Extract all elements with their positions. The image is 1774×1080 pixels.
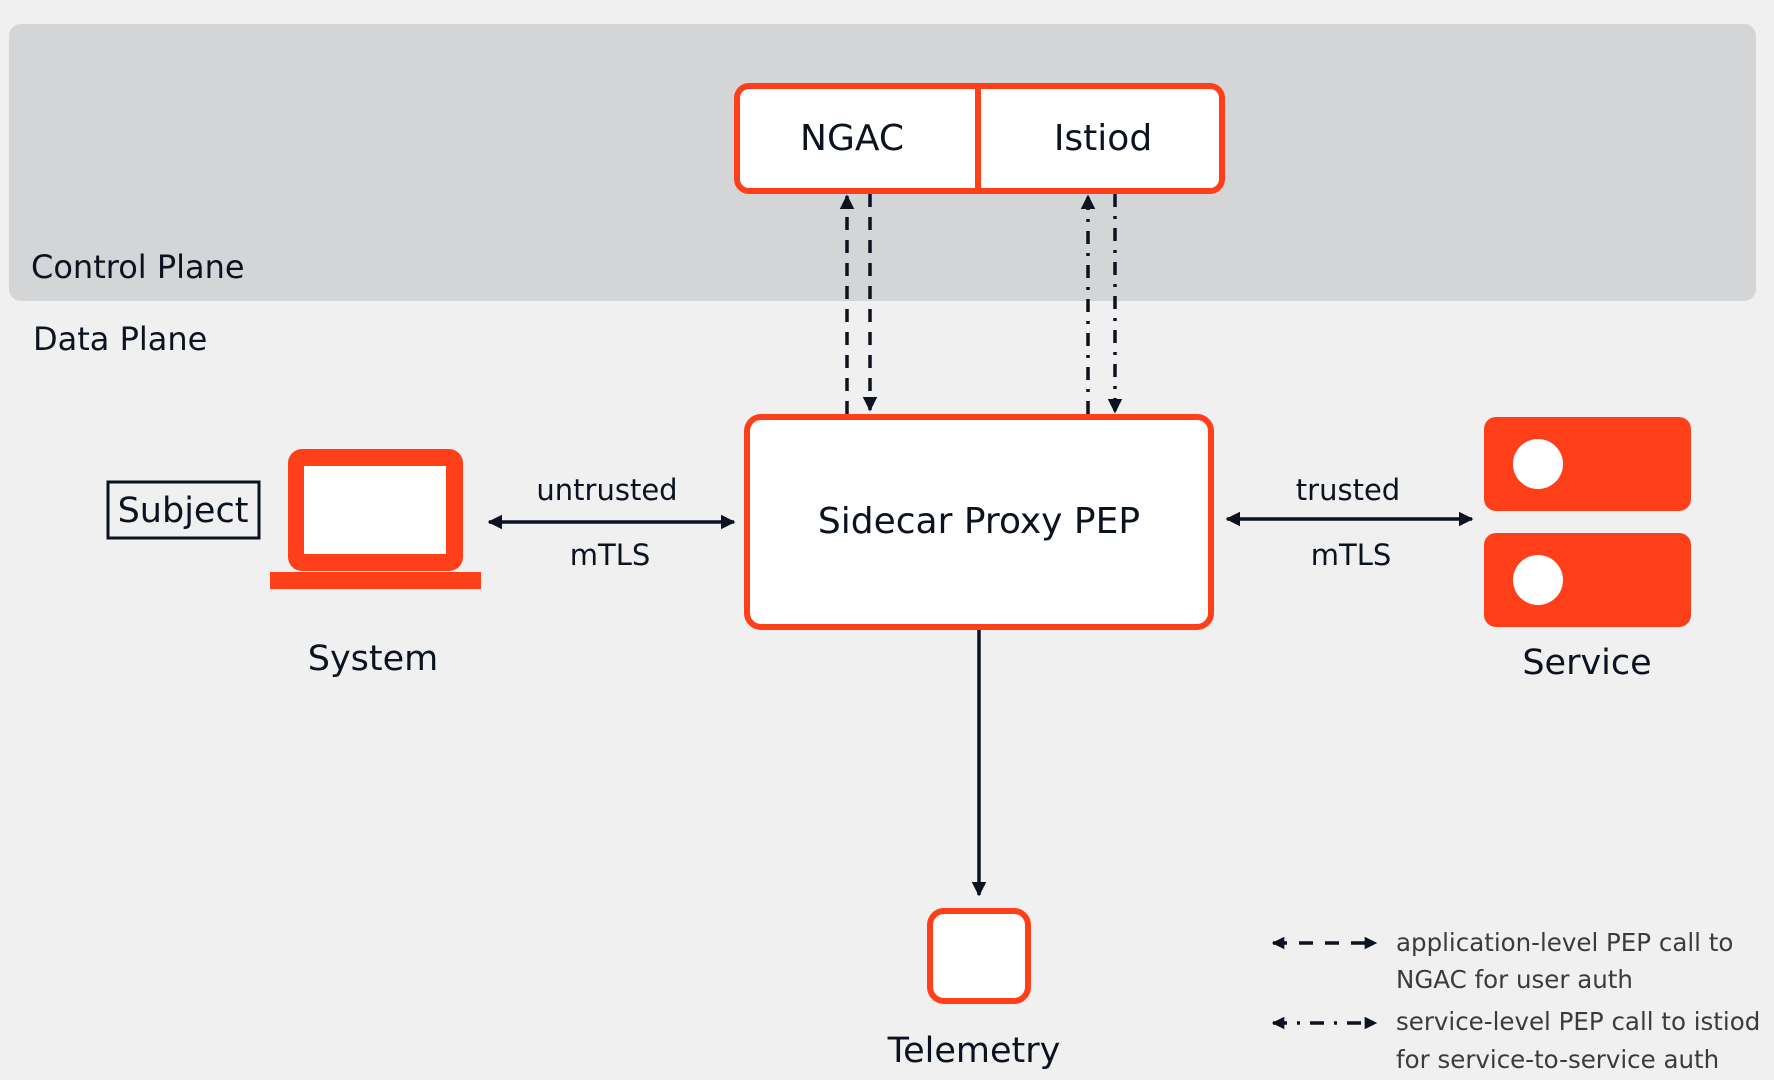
server-unit-2-light xyxy=(1513,555,1563,605)
sidecar-proxy-pep-box xyxy=(744,414,1214,630)
telemetry-node[interactable]: Telemetry xyxy=(887,908,1061,1071)
sidecar-proxy-pep-node[interactable]: Sidecar Proxy PEP xyxy=(744,414,1214,630)
box-icon xyxy=(927,908,1031,1004)
untrusted-mtls-label: mTLS xyxy=(570,538,651,572)
legend-dashed-line-2: NGAC for user auth xyxy=(1396,965,1633,994)
system-label: System xyxy=(308,639,439,679)
istiod-node[interactable]: Istiod xyxy=(1054,118,1152,159)
legend-dash-dot-line-2: for service-to-service auth xyxy=(1396,1045,1719,1074)
untrusted-label: untrusted xyxy=(536,473,677,507)
ngac-node[interactable]: NGAC xyxy=(800,118,904,159)
legend-item-dash-dot: service-level PEP call to istiod for ser… xyxy=(1271,1007,1760,1074)
laptop-icon xyxy=(270,449,481,589)
data-plane-label: Data Plane xyxy=(33,320,207,358)
trusted-mtls-label: mTLS xyxy=(1311,538,1392,572)
system-sidecar-connection: untrusted mTLS xyxy=(487,473,736,572)
sidecar-proxy-pep-label: Sidecar Proxy PEP xyxy=(818,501,1140,542)
sidecar-service-connection: trusted mTLS xyxy=(1225,473,1474,572)
subject-label: Subject xyxy=(118,491,249,531)
system-node[interactable]: System xyxy=(270,449,481,679)
service-label: Service xyxy=(1522,643,1651,683)
legend-dashed-line-1: application-level PEP call to xyxy=(1396,928,1733,957)
subject-box xyxy=(106,480,261,540)
control-plane-services: NGAC Istiod xyxy=(734,83,1225,194)
control-plane-label: Control Plane xyxy=(31,248,245,286)
istiod-label: Istiod xyxy=(1054,118,1152,159)
subject-node[interactable]: Subject xyxy=(106,480,261,540)
server-icon xyxy=(1484,417,1691,627)
legend: application-level PEP call to NGAC for u… xyxy=(1271,928,1760,1074)
ngac-label: NGAC xyxy=(800,118,904,159)
telemetry-label: Telemetry xyxy=(887,1031,1061,1071)
service-node[interactable]: Service xyxy=(1484,417,1691,683)
legend-dash-dot-line-1: service-level PEP call to istiod xyxy=(1396,1007,1760,1036)
trusted-label: trusted xyxy=(1296,473,1400,507)
server-unit-1-light xyxy=(1513,439,1563,489)
legend-item-dashed: application-level PEP call to NGAC for u… xyxy=(1271,928,1733,994)
